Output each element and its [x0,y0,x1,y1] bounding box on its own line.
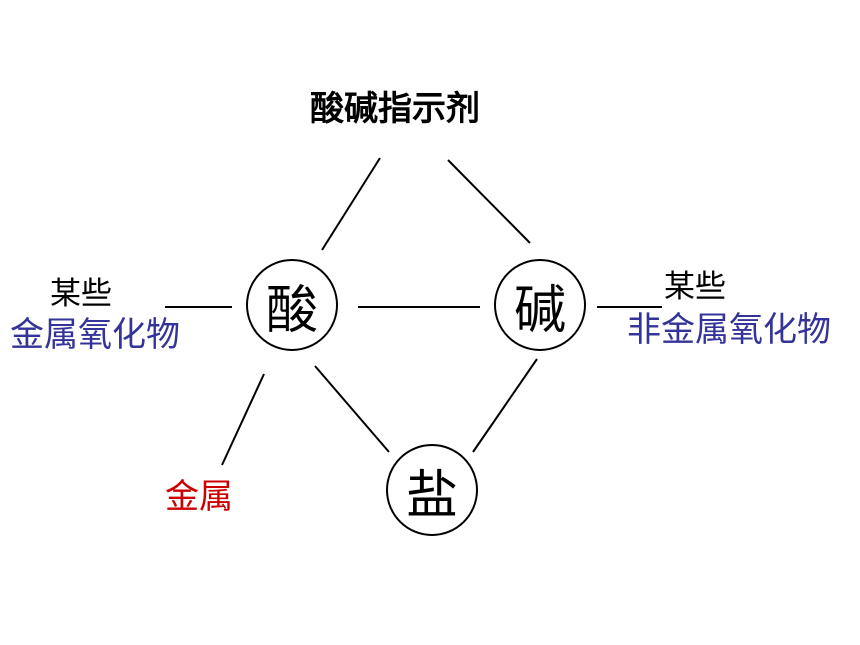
base-node-label: 碱 [513,280,566,341]
line-base-salt [472,358,538,453]
salt-node: 盐 [386,444,478,536]
acid-base-indicator-label: 酸碱指示剂 [310,89,480,129]
metal-oxide-prefix-label: 某些 [50,276,112,312]
salt-node-label: 盐 [405,465,458,526]
nonmetal-oxide-prefix-label: 某些 [664,269,726,305]
line-indicator-base [447,159,531,244]
line-acid-metal [221,373,265,466]
line-acid-salt [314,365,390,453]
line-indicator-acid [321,157,381,251]
base-node: 碱 [494,259,586,351]
nonmetal-oxide-label: 非金属氧化物 [627,310,831,350]
acid-node-label: 酸 [265,280,318,341]
metal-oxide-label: 金属氧化物 [10,315,180,355]
metal-label: 金属 [165,477,233,517]
acid-node: 酸 [246,259,338,351]
